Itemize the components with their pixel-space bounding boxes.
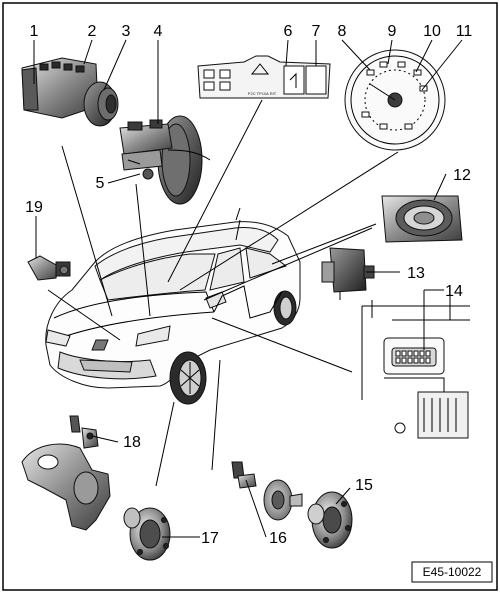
rear-wheel-hub [307,491,353,549]
callout-16: 16 [269,530,287,547]
callout-17: 17 [201,530,219,547]
callout-14: 14 [445,283,463,300]
switch-panel-label: P2C TP10A RIT [248,91,277,96]
switch-panel: P2C TP10A RIT [197,55,331,99]
callout-6: 6 [284,23,293,40]
callout-10: 10 [423,23,441,40]
callout-18: 18 [123,434,141,451]
callout-7: 7 [312,23,321,40]
callout-numbers: 1 2 3 4 5 6 7 8 9 10 11 12 13 14 15 16 1… [25,23,472,547]
front-wheel-hub [21,443,171,561]
callout-19: 19 [25,199,43,216]
callout-8: 8 [338,23,347,40]
diagnostic-connector [361,296,470,439]
abs-hydraulic-unit [21,57,119,127]
callout-9: 9 [388,23,397,40]
callout-4: 4 [154,23,163,40]
brake-booster [119,115,211,205]
reference-code: E45-10022 [423,565,482,579]
car-illustration [45,207,301,405]
steering-angle-sensor [381,195,463,243]
callout-1: 1 [30,23,39,40]
callout-3: 3 [122,23,131,40]
callout-13: 13 [407,265,425,282]
reference-code-box: E45-10022 [411,561,493,583]
door-lock-unit [321,247,375,300]
callout-12: 12 [453,167,471,184]
brake-light-switch [27,255,71,281]
callout-11: 11 [456,23,473,40]
callout-leader-lines [33,39,463,538]
rear-speed-sensor [231,461,303,521]
callout-15: 15 [355,477,373,494]
instrument-cluster [344,49,446,151]
callout-2: 2 [88,23,97,40]
front-speed-sensor [69,415,99,449]
callout-5: 5 [96,175,105,192]
